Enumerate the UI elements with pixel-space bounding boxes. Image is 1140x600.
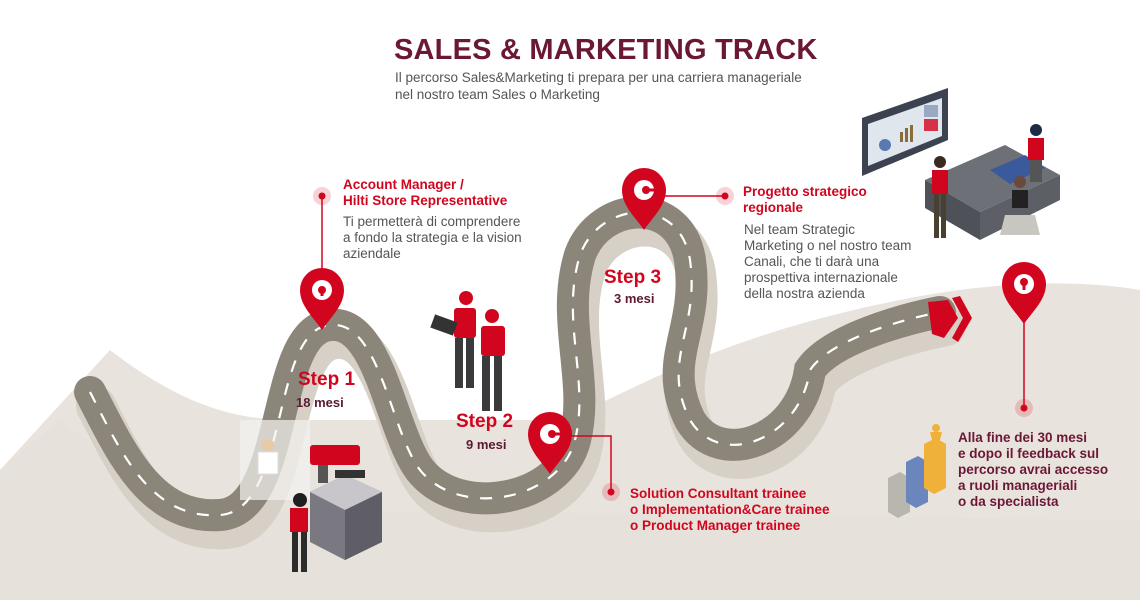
role-desc-progetto-strategico: Nel team Strategic Marketing o nel nostr… [744,222,911,302]
final-line: a ruoli manageriali [958,478,1078,493]
role-title-line: o Product Manager trainee [630,518,801,533]
role-desc-line: prospettiva internazionale [744,270,898,285]
step-1-label: Step 1 [298,369,356,390]
role-desc-line: Canali, che ti darà una [744,254,880,269]
final-outcome-text: Alla fine dei 30 mesi e dopo il feedback… [958,430,1128,510]
step-3-duration: 3 mesi [614,291,655,306]
role-desc-account-manager: Ti permetterà di comprendere a fondo la … [343,214,522,262]
role-desc-line: Ti permetterà di comprendere [343,214,521,229]
role-title-line: Hilti Store Representative [343,193,508,208]
final-line: e dopo il feedback sul [958,446,1100,461]
person-customer-icon [257,439,279,475]
final-line: o da specialista [958,494,1059,509]
step-1-duration: 18 mesi [296,395,344,410]
team-people-illustration [430,291,505,411]
role-desc-line: della nostra azienda [744,286,865,301]
map-pin-icon-step2 [528,412,572,474]
step-3-label: Step 3 [604,267,662,288]
role-title-account-manager: Account Manager / Hilti Store Representa… [343,177,507,209]
role-title-solution-consultant: Solution Consultant trainee o Implementa… [630,486,830,534]
store-scene-illustration [240,420,382,572]
role-title-line: o Implementation&Care trainee [630,502,830,517]
role-title-line: Account Manager / [343,177,464,192]
person-saleswoman-icon [290,493,308,572]
chevron-arrow-icon [928,296,972,342]
step-2-label: Step 2 [456,411,514,432]
subtitle-line: nel nostro team Sales o Marketing [395,87,600,102]
growth-bars-trophy-icon [888,424,946,518]
role-desc-line: a fondo la strategia e la vision [343,230,522,245]
role-desc-line: Nel team Strategic [744,222,856,237]
role-desc-line: aziendale [343,246,401,261]
map-pin-icon-step1 [300,268,344,330]
page-title: SALES & MARKETING TRACK [394,34,818,66]
page-subtitle: Il percorso Sales&Marketing ti prepara p… [395,69,835,103]
final-line: percorso avrai accesso [958,462,1109,477]
role-desc-line: Marketing o nel nostro team [744,238,912,253]
final-line: Alla fine dei 30 mesi [958,430,1088,445]
subtitle-line: Il percorso Sales&Marketing ti prepara p… [395,70,802,85]
role-title-progetto-strategico: Progetto strategico regionale [743,184,867,216]
office-meeting-illustration [862,88,1060,240]
power-drill-icon [310,445,365,483]
role-title-line: regionale [743,200,804,215]
role-title-line: Progetto strategico [743,184,867,199]
map-pin-icon-step3 [622,168,666,230]
step-2-duration: 9 mesi [466,437,507,452]
map-pin-icon-final [1002,262,1046,324]
role-title-line: Solution Consultant trainee [630,486,807,501]
